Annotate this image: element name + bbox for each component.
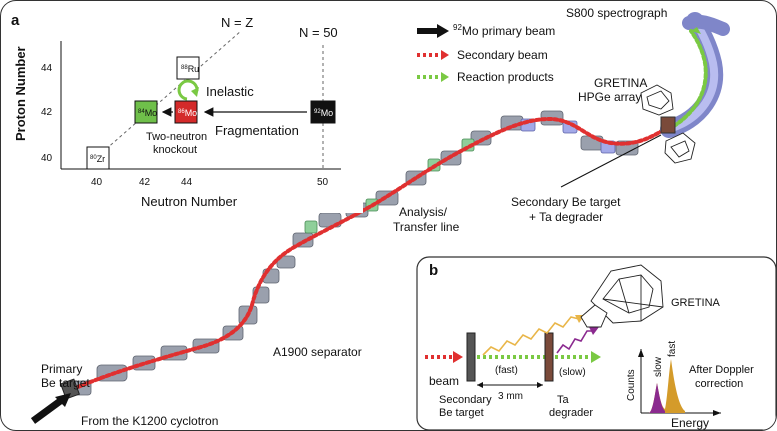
secondary-target-box [660, 116, 676, 134]
secondary-target-label-2: + Ta degrader [529, 210, 603, 224]
nucleus-mo92 [310, 100, 336, 124]
n50-line-label: N = 50 [299, 25, 338, 40]
y-tick-44: 44 [41, 63, 53, 74]
panel-b-fast-label: (fast) [495, 365, 518, 376]
secondary-beam-path [71, 116, 667, 391]
primary-target-label-1: Primary [41, 362, 82, 376]
panel-b-label: b [429, 262, 438, 279]
panel-a-label: a [11, 12, 20, 29]
secondary-target-label-1: Secondary Be target [511, 195, 621, 209]
legend-secondary-label: Secondary beam [457, 48, 548, 62]
analysis-label-2: Transfer line [393, 220, 460, 234]
gretina-label-2: HPGe array [578, 90, 641, 104]
panel-b-secondary-target [466, 332, 476, 382]
nz-line-label: N = Z [221, 15, 253, 30]
y-axis-title: Proton Number [13, 46, 28, 141]
knockout-label-2: knockout [153, 144, 197, 156]
inelastic-label: Inelastic [206, 84, 254, 99]
panel-b-gretina [580, 264, 664, 328]
primary-target-box [60, 378, 80, 400]
primary-beam-arrow [30, 396, 66, 424]
spectrum-slow-peak [649, 383, 665, 413]
nuclide-chart: a 44 42 40 40 42 44 50 Neutron Number Pr… [3, 3, 363, 213]
x-tick-44: 44 [181, 177, 193, 188]
nucleus-mo84 [134, 100, 158, 124]
nucleus-ru88 [176, 56, 200, 80]
panel-b-fast-gamma [482, 316, 580, 356]
legend-products-label: Reaction products [457, 70, 554, 84]
fragmentation-label: Fragmentation [215, 123, 299, 138]
panel-b-box [416, 256, 776, 430]
svg-text:88Ru: 88Ru [181, 64, 199, 74]
doppler-label-2: correction [695, 378, 743, 390]
primary-beam-arrowhead [55, 393, 71, 407]
doppler-label-1: After Doppler [689, 364, 754, 376]
svg-text:86Mo: 86Mo [178, 108, 197, 118]
s800-label: S800 spectrograph [566, 6, 667, 20]
y-tick-42: 42 [41, 107, 53, 118]
panel-b-beam-label: beam [429, 374, 459, 388]
panel-b-ta-degrader [544, 332, 554, 382]
spectrum-counts-label: Counts [626, 369, 637, 401]
panel-b-gretina-label: GRETINA [671, 297, 721, 309]
panel-b-gap-label: 3 mm [498, 391, 523, 402]
analysis-label-1: Analysis/ [399, 205, 448, 219]
nz-line [96, 30, 242, 158]
x-axis-title: Neutron Number [141, 194, 238, 209]
nucleus-mo86 [174, 100, 198, 124]
reaction-products-arrow [691, 27, 701, 34]
panel-b: b beam Secondary Be target (fast) Ta deg… [416, 256, 776, 430]
x-tick-50: 50 [317, 177, 329, 188]
legend-primary-label: 92Mo primary beam [453, 23, 555, 38]
svg-text:84Mo: 84Mo [138, 108, 157, 118]
x-tick-40: 40 [91, 177, 103, 188]
nucleus-zr80 [86, 146, 110, 170]
gretina-array [640, 84, 696, 164]
reaction-products-path [667, 29, 708, 131]
cyclotron-label: From the K1200 cyclotron [81, 414, 218, 428]
panel-b-ta-label-1: Ta [557, 394, 570, 406]
secondary-target-leader [560, 134, 662, 188]
svg-text:80Zr: 80Zr [90, 154, 105, 164]
legend: 92Mo primary beam Secondary beam Reactio… [417, 23, 555, 84]
panel-b-sec-label-1: Secondary [439, 394, 492, 406]
s800-magnet [660, 12, 730, 138]
spectrum-slow-label: slow [653, 356, 664, 377]
inelastic-loop [177, 79, 199, 101]
primary-target-label-2: Be target [41, 376, 90, 390]
knockout-label-1: Two-neutron [146, 131, 207, 143]
beamline [30, 12, 730, 424]
panel-b-slow-gamma [556, 330, 593, 354]
x-tick-42: 42 [139, 177, 151, 188]
spectrum-fast-label: fast [667, 341, 678, 357]
panel-b-ta-label-2: degrader [549, 407, 593, 419]
y-tick-40: 40 [41, 153, 53, 164]
panel-b-slow-label: (slow) [559, 367, 586, 378]
a1900-label: A1900 separator [273, 345, 362, 359]
spectrum-energy-label: Energy [671, 416, 709, 430]
panel-b-sec-label-2: Be target [439, 407, 484, 419]
gretina-label-1: GRETINA [594, 76, 647, 90]
svg-text:92Mo: 92Mo [314, 108, 333, 118]
